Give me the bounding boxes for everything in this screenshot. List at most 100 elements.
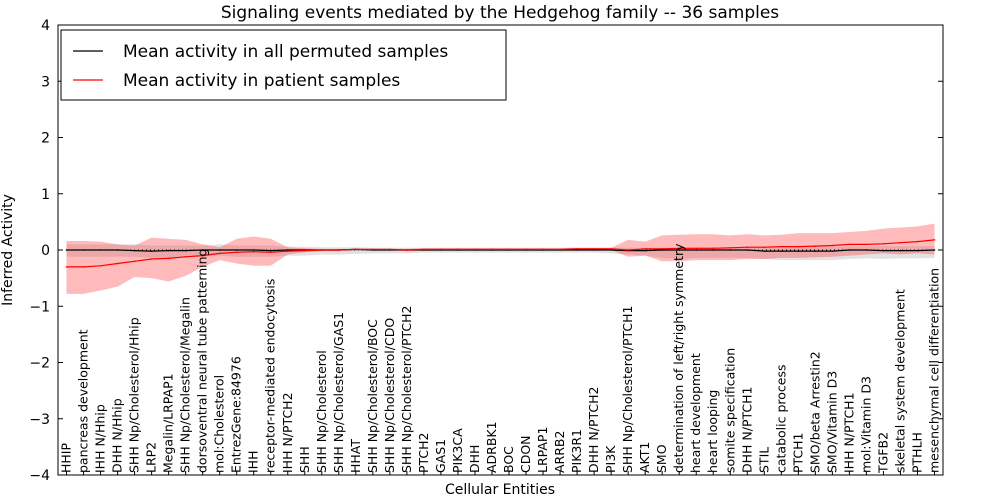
x-tick-label: dorsoventral neural tube patterning bbox=[195, 249, 210, 473]
patient-line-point bbox=[218, 252, 221, 255]
y-tick-label: 2 bbox=[41, 131, 50, 147]
legend-patient-label: Mean activity in patient samples bbox=[123, 71, 400, 91]
patient-line-point bbox=[661, 248, 663, 250]
permuted-line-point bbox=[780, 250, 783, 252]
x-tick-label: somite specification bbox=[722, 348, 737, 473]
permuted-line-point bbox=[814, 250, 817, 252]
patient-line-point bbox=[831, 244, 834, 247]
permuted-line-point bbox=[695, 249, 698, 251]
x-tick-label: IHH N/Hhip bbox=[93, 404, 108, 473]
chart-title: Signaling events mediated by the Hedgeho… bbox=[221, 3, 779, 23]
permuted-line-point bbox=[933, 249, 936, 251]
x-tick-label: SMO/Vitamin D3 bbox=[824, 371, 839, 473]
patient-line-point bbox=[474, 248, 476, 251]
permuted-line-point bbox=[252, 249, 255, 251]
patient-line-point bbox=[150, 258, 153, 260]
patient-line-point bbox=[882, 243, 885, 245]
permuted-line-point bbox=[184, 249, 187, 252]
permuted-line-point bbox=[916, 249, 919, 252]
patient-line-point bbox=[916, 240, 919, 243]
x-tick-label: mesenchymal cell differentiation bbox=[926, 268, 941, 473]
x-tick-label: PTCH1 bbox=[790, 432, 805, 473]
x-tick-label: SHH Np/Cholesterol bbox=[314, 350, 329, 473]
x-tick-label: IHH bbox=[246, 451, 261, 474]
patient-line-point bbox=[865, 243, 868, 246]
x-tick-label: pancreas development bbox=[76, 329, 91, 473]
patient-line-point bbox=[133, 260, 136, 263]
x-tick-label: SMO/beta Arrestin2 bbox=[807, 351, 822, 473]
patient-line-point bbox=[746, 246, 749, 248]
permuted-line-point bbox=[286, 249, 289, 251]
patient-line-point bbox=[286, 250, 289, 252]
axes-frame bbox=[57, 24, 944, 476]
y-tick-label: −3 bbox=[29, 412, 50, 428]
x-tick-label: SHH Np/Cholesterol/Hhip bbox=[127, 317, 142, 473]
patient-line-point bbox=[423, 248, 425, 251]
patient-line-point bbox=[763, 246, 766, 248]
patient-line-point bbox=[406, 249, 408, 251]
x-tick-label: SHH Np/Cholesterol/PTCH1 bbox=[620, 306, 635, 474]
permuted-line-point bbox=[797, 250, 800, 252]
x-tick-label: GAS1 bbox=[433, 439, 448, 473]
permuted-line-point bbox=[593, 249, 595, 251]
x-tick-label: SHH Np/Cholesterol/PTCH2 bbox=[399, 306, 414, 474]
permuted-line-point bbox=[610, 249, 612, 251]
patient-line-point bbox=[797, 245, 800, 248]
patient-line-point bbox=[559, 248, 561, 251]
x-tick-label: heart development bbox=[688, 353, 703, 473]
permuted-line-point bbox=[763, 250, 766, 252]
patient-line-point bbox=[440, 248, 442, 251]
patient-line-point bbox=[82, 266, 85, 268]
x-tick-label: PI3K bbox=[603, 445, 618, 473]
patient-line-point bbox=[814, 245, 817, 247]
permuted-line-point bbox=[848, 249, 851, 251]
x-tick-label: DHH N/PTCH2 bbox=[586, 387, 601, 473]
permuted-line-point bbox=[729, 249, 732, 251]
patient-line-point bbox=[712, 247, 715, 250]
permuted-line-point bbox=[678, 249, 681, 251]
permuted-line-point bbox=[150, 250, 153, 252]
patient-line-point bbox=[542, 248, 544, 251]
patient-line-point bbox=[235, 251, 238, 254]
y-tick-label: −2 bbox=[29, 356, 50, 372]
permuted-line-point bbox=[712, 249, 715, 251]
x-tick-label: catabolic process bbox=[773, 364, 788, 473]
patient-line-point bbox=[780, 245, 783, 248]
x-tick-label: STIL bbox=[756, 447, 771, 473]
x-tick-label: ADRBK1 bbox=[484, 421, 499, 473]
patient-line-point bbox=[508, 248, 510, 251]
patient-line bbox=[66, 239, 935, 268]
x-tick-label: determination of left/right symmetry bbox=[671, 243, 686, 473]
patient-line-point bbox=[610, 248, 612, 250]
patient-line-point bbox=[729, 246, 732, 249]
patient-line-point bbox=[372, 248, 374, 251]
patient-line-point bbox=[389, 248, 391, 251]
x-tick-label: DHH N/PTCH1 bbox=[739, 387, 754, 473]
permuted-line-point bbox=[746, 249, 749, 251]
x-tick-label: PTHLH bbox=[909, 432, 924, 473]
y-axis-label: Inferred Activity bbox=[0, 194, 16, 306]
x-tick-label: HHAT bbox=[348, 439, 363, 473]
x-tick-label: CDON bbox=[518, 435, 533, 473]
patient-line-point bbox=[695, 247, 698, 250]
permuted-line-point bbox=[133, 249, 136, 252]
x-tick-label: BOC bbox=[501, 446, 516, 473]
permuted-line-point bbox=[831, 250, 834, 252]
x-tick-label: SHH Np/Cholesterol/BOC bbox=[365, 319, 380, 473]
x-axis-label: Cellular Entities bbox=[445, 482, 555, 498]
x-tick-label: EntrezGene:84976 bbox=[229, 356, 244, 473]
x-tick-label: LRPAP1 bbox=[535, 427, 550, 473]
patient-line-point bbox=[678, 247, 681, 250]
x-tick-label: receptor-mediated endocytosis bbox=[263, 279, 278, 473]
y-tick-label: 3 bbox=[41, 74, 50, 90]
patient-line-point bbox=[167, 257, 170, 260]
permuted-line-point bbox=[269, 249, 272, 252]
patient-line-point bbox=[457, 248, 459, 251]
patient-line-point bbox=[355, 248, 357, 251]
x-tick-label: PIK3CA bbox=[450, 428, 465, 473]
x-tick-label: PTCH2 bbox=[416, 432, 431, 473]
patient-line-point bbox=[269, 251, 272, 254]
permuted-line-point bbox=[661, 249, 663, 251]
x-tick-label: PIK3R1 bbox=[569, 429, 584, 473]
permuted-line-point bbox=[65, 249, 68, 251]
